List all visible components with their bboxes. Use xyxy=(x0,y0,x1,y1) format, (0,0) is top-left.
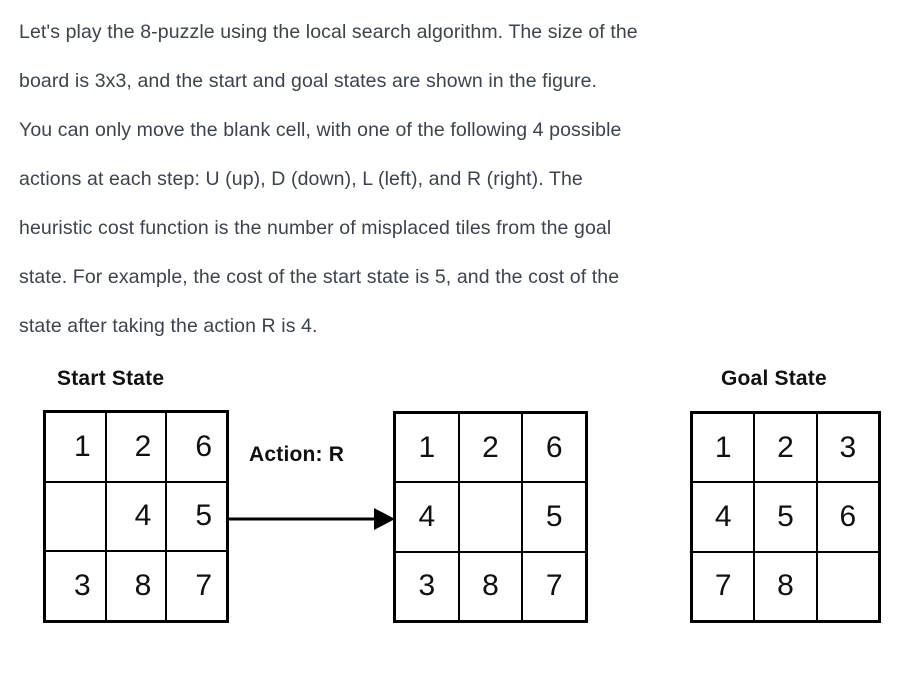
problem-line: state. For example, the cost of the star… xyxy=(19,266,620,288)
puzzle-cell: 5 xyxy=(755,483,816,551)
puzzle-cell: 8 xyxy=(459,552,522,620)
puzzle-cell-blank xyxy=(459,483,522,551)
puzzle-cell: 7 xyxy=(693,552,754,620)
goal-state-board: 1 2 3 4 5 6 7 8 xyxy=(690,411,881,623)
puzzle-cell: 3 xyxy=(817,414,878,482)
problem-line: board is 3x3, and the start and goal sta… xyxy=(19,70,598,92)
problem-line: You can only move the blank cell, with o… xyxy=(19,119,622,141)
start-state-caption: Start State xyxy=(57,367,165,390)
puzzle-cell: 2 xyxy=(459,414,522,482)
action-label: Action: R xyxy=(249,443,345,466)
puzzle-cell-blank xyxy=(46,482,105,551)
puzzle-cell: 4 xyxy=(106,482,166,551)
puzzle-cell: 6 xyxy=(167,413,226,481)
puzzle-cell: 3 xyxy=(396,552,458,620)
puzzle-cell: 1 xyxy=(46,413,105,481)
puzzle-cell: 4 xyxy=(693,483,754,551)
puzzle-cell: 2 xyxy=(106,413,166,481)
puzzle-cell: 7 xyxy=(523,552,585,620)
puzzle-cell: 5 xyxy=(167,482,226,551)
problem-line: heuristic cost function is the number of… xyxy=(19,217,612,239)
puzzle-cell: 7 xyxy=(167,552,226,620)
puzzle-cell: 1 xyxy=(396,414,458,482)
problem-statement: Let's play the 8-puzzle using the local … xyxy=(19,8,764,351)
goal-state-caption: Goal State xyxy=(721,367,827,390)
start-state-board: 1 2 6 4 5 3 8 7 xyxy=(43,410,229,623)
after-action-state-board: 1 2 6 4 5 3 8 7 xyxy=(393,411,588,623)
puzzle-cell: 2 xyxy=(755,414,816,482)
puzzle-cell: 8 xyxy=(755,552,816,620)
puzzle-cell: 6 xyxy=(523,414,585,482)
problem-line: state after taking the action R is 4. xyxy=(19,315,318,337)
problem-line: actions at each step: U (up), D (down), … xyxy=(19,168,583,190)
puzzle-cell: 3 xyxy=(46,552,105,620)
puzzle-cell: 1 xyxy=(693,414,754,482)
puzzle-cell: 4 xyxy=(396,483,458,551)
puzzle-cell-blank xyxy=(817,552,878,620)
puzzle-cell: 6 xyxy=(817,483,878,551)
right-arrow-icon xyxy=(227,508,395,530)
puzzle-cell: 8 xyxy=(106,552,166,620)
puzzle-cell: 5 xyxy=(523,483,585,551)
problem-line: Let's play the 8-puzzle using the local … xyxy=(19,21,638,43)
